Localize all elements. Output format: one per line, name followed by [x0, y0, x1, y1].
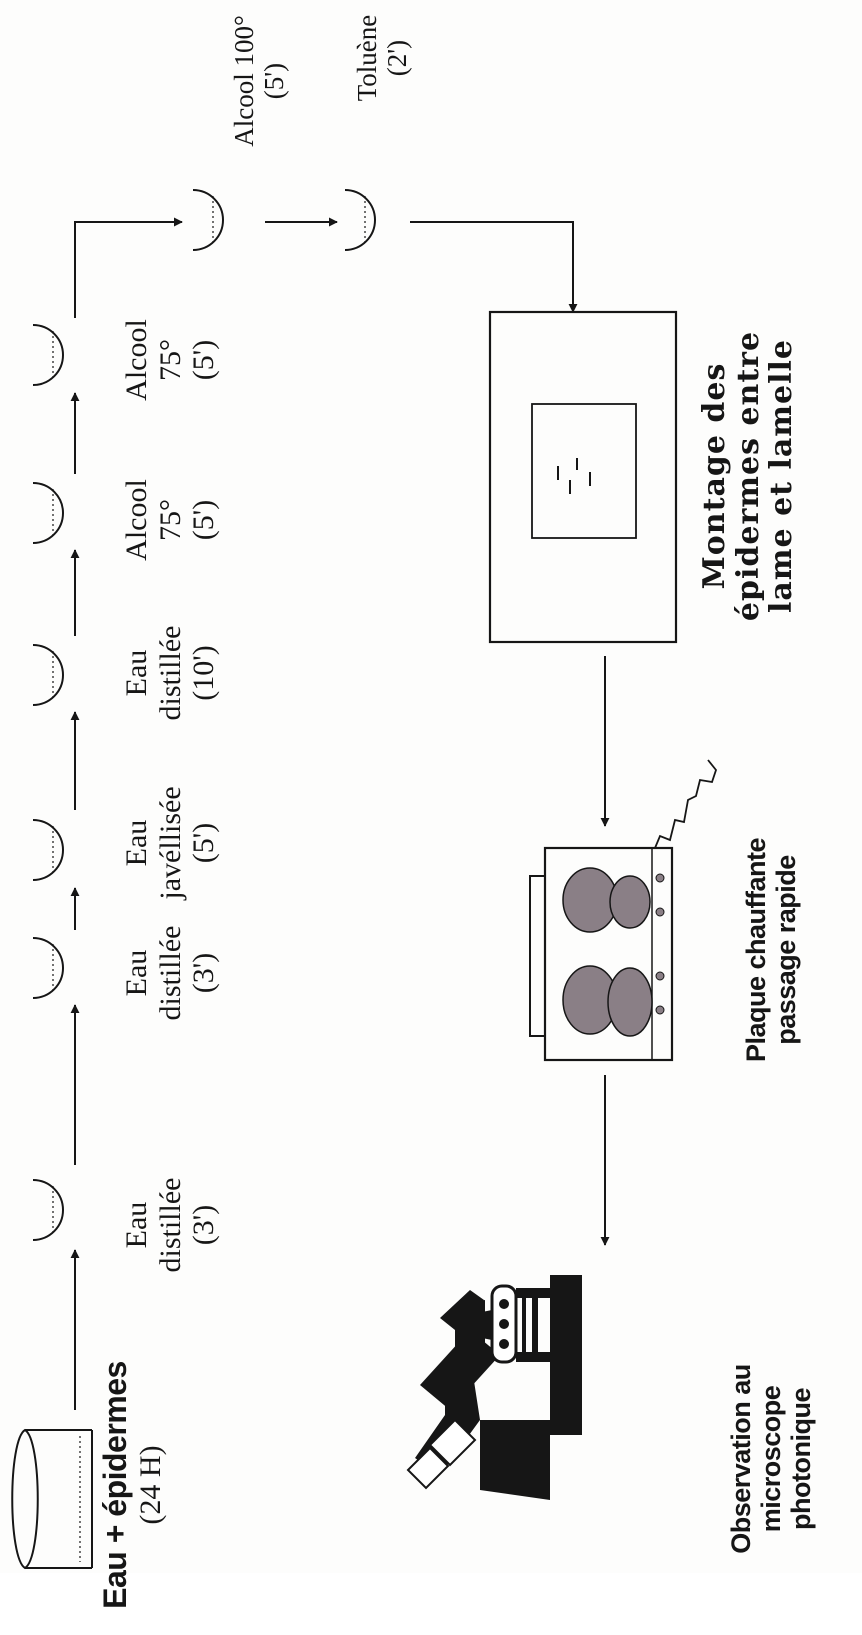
label-step-8: Toluène (2') — [352, 0, 424, 118]
arrow-7 — [74, 217, 183, 318]
dish-icon-3 — [32, 819, 64, 881]
label-step-4-line1: Eau — [120, 649, 153, 697]
label-step-7-line2: (5') — [259, 62, 290, 100]
label-montage: Montage des épidermes entre lame et lame… — [697, 311, 826, 641]
label-step-7-line1: Alcool 100° — [229, 15, 259, 147]
label-step-4: Eau distillée (10') — [120, 588, 230, 758]
dish-icon-7 — [192, 189, 224, 251]
label-step-7: Alcool 100° (5') — [229, 0, 301, 166]
label-step-8-line2: (2') — [382, 39, 413, 77]
label-step-3-line1: Eau — [120, 819, 153, 867]
label-montage-line1: Montage des — [697, 362, 732, 590]
slide-icon — [488, 310, 678, 644]
dish-icon-1 — [32, 1179, 64, 1241]
label-step-1-line2: distillée — [153, 1177, 187, 1273]
label-step-4-line3: (10') — [187, 645, 221, 701]
label-step-1: Eau distillée (3') — [120, 1140, 230, 1310]
label-step-3-line3: (5') — [187, 822, 221, 864]
label-step-1-line3: (3') — [187, 1204, 221, 1246]
label-montage-line3: lame et lamelle — [764, 338, 800, 614]
label-eau-epidermes: Eau + épidermes (24 H) — [97, 1335, 178, 1635]
label-observation: Observation au microscope photonique — [726, 1344, 842, 1574]
dish-icon-2 — [32, 937, 64, 999]
label-step-8-line1: Toluène — [352, 14, 382, 102]
label-step-5-line1: Alcool — [120, 479, 153, 561]
hotplate-icon — [529, 759, 718, 1062]
diagram-graphics — [11, 189, 718, 1570]
label-step-5-line3: (5') — [187, 499, 221, 541]
microscope-icon — [406, 1275, 582, 1500]
label-step-3: Eau javéllisée (5') — [120, 748, 230, 938]
label-plaque-line2: passage rapide — [771, 855, 802, 1045]
label-eau-epidermes-line1: Eau + épidermes — [97, 1361, 133, 1609]
page-background — [0, 0, 862, 1573]
power-cord — [654, 759, 718, 849]
label-step-6-line1: Alcool — [120, 319, 153, 401]
label-eau-epidermes-line2: (24 H) — [133, 1445, 167, 1525]
dish-icon-8 — [344, 189, 376, 251]
arrow-9 — [410, 221, 578, 313]
label-step-6-line3: (5') — [187, 339, 221, 381]
label-step-1-line1: Eau — [120, 1201, 153, 1249]
label-plaque: Plaque chauffante passage rapide — [741, 820, 821, 1080]
dish-icon-4 — [32, 644, 64, 706]
dish-icon-6 — [32, 324, 64, 386]
label-observation-line2: microscope — [756, 1385, 787, 1533]
label-step-3-line2: javéllisée — [153, 786, 187, 900]
beaker-icon — [11, 1428, 93, 1570]
label-observation-line3: photonique — [786, 1388, 817, 1530]
dish-icon-5 — [32, 482, 64, 544]
label-step-6: Alcool 75° (5') — [120, 285, 230, 435]
label-step-4-line2: distillée — [153, 625, 187, 721]
label-step-6-line2: 75° — [153, 339, 187, 381]
label-step-5-line2: 75° — [153, 499, 187, 541]
label-plaque-line1: Plaque chauffante — [741, 837, 771, 1063]
label-observation-line1: Observation au — [726, 1364, 756, 1554]
label-step-5: Alcool 75° (5') — [120, 445, 230, 595]
label-montage-line2: épidermes entre — [730, 330, 766, 622]
